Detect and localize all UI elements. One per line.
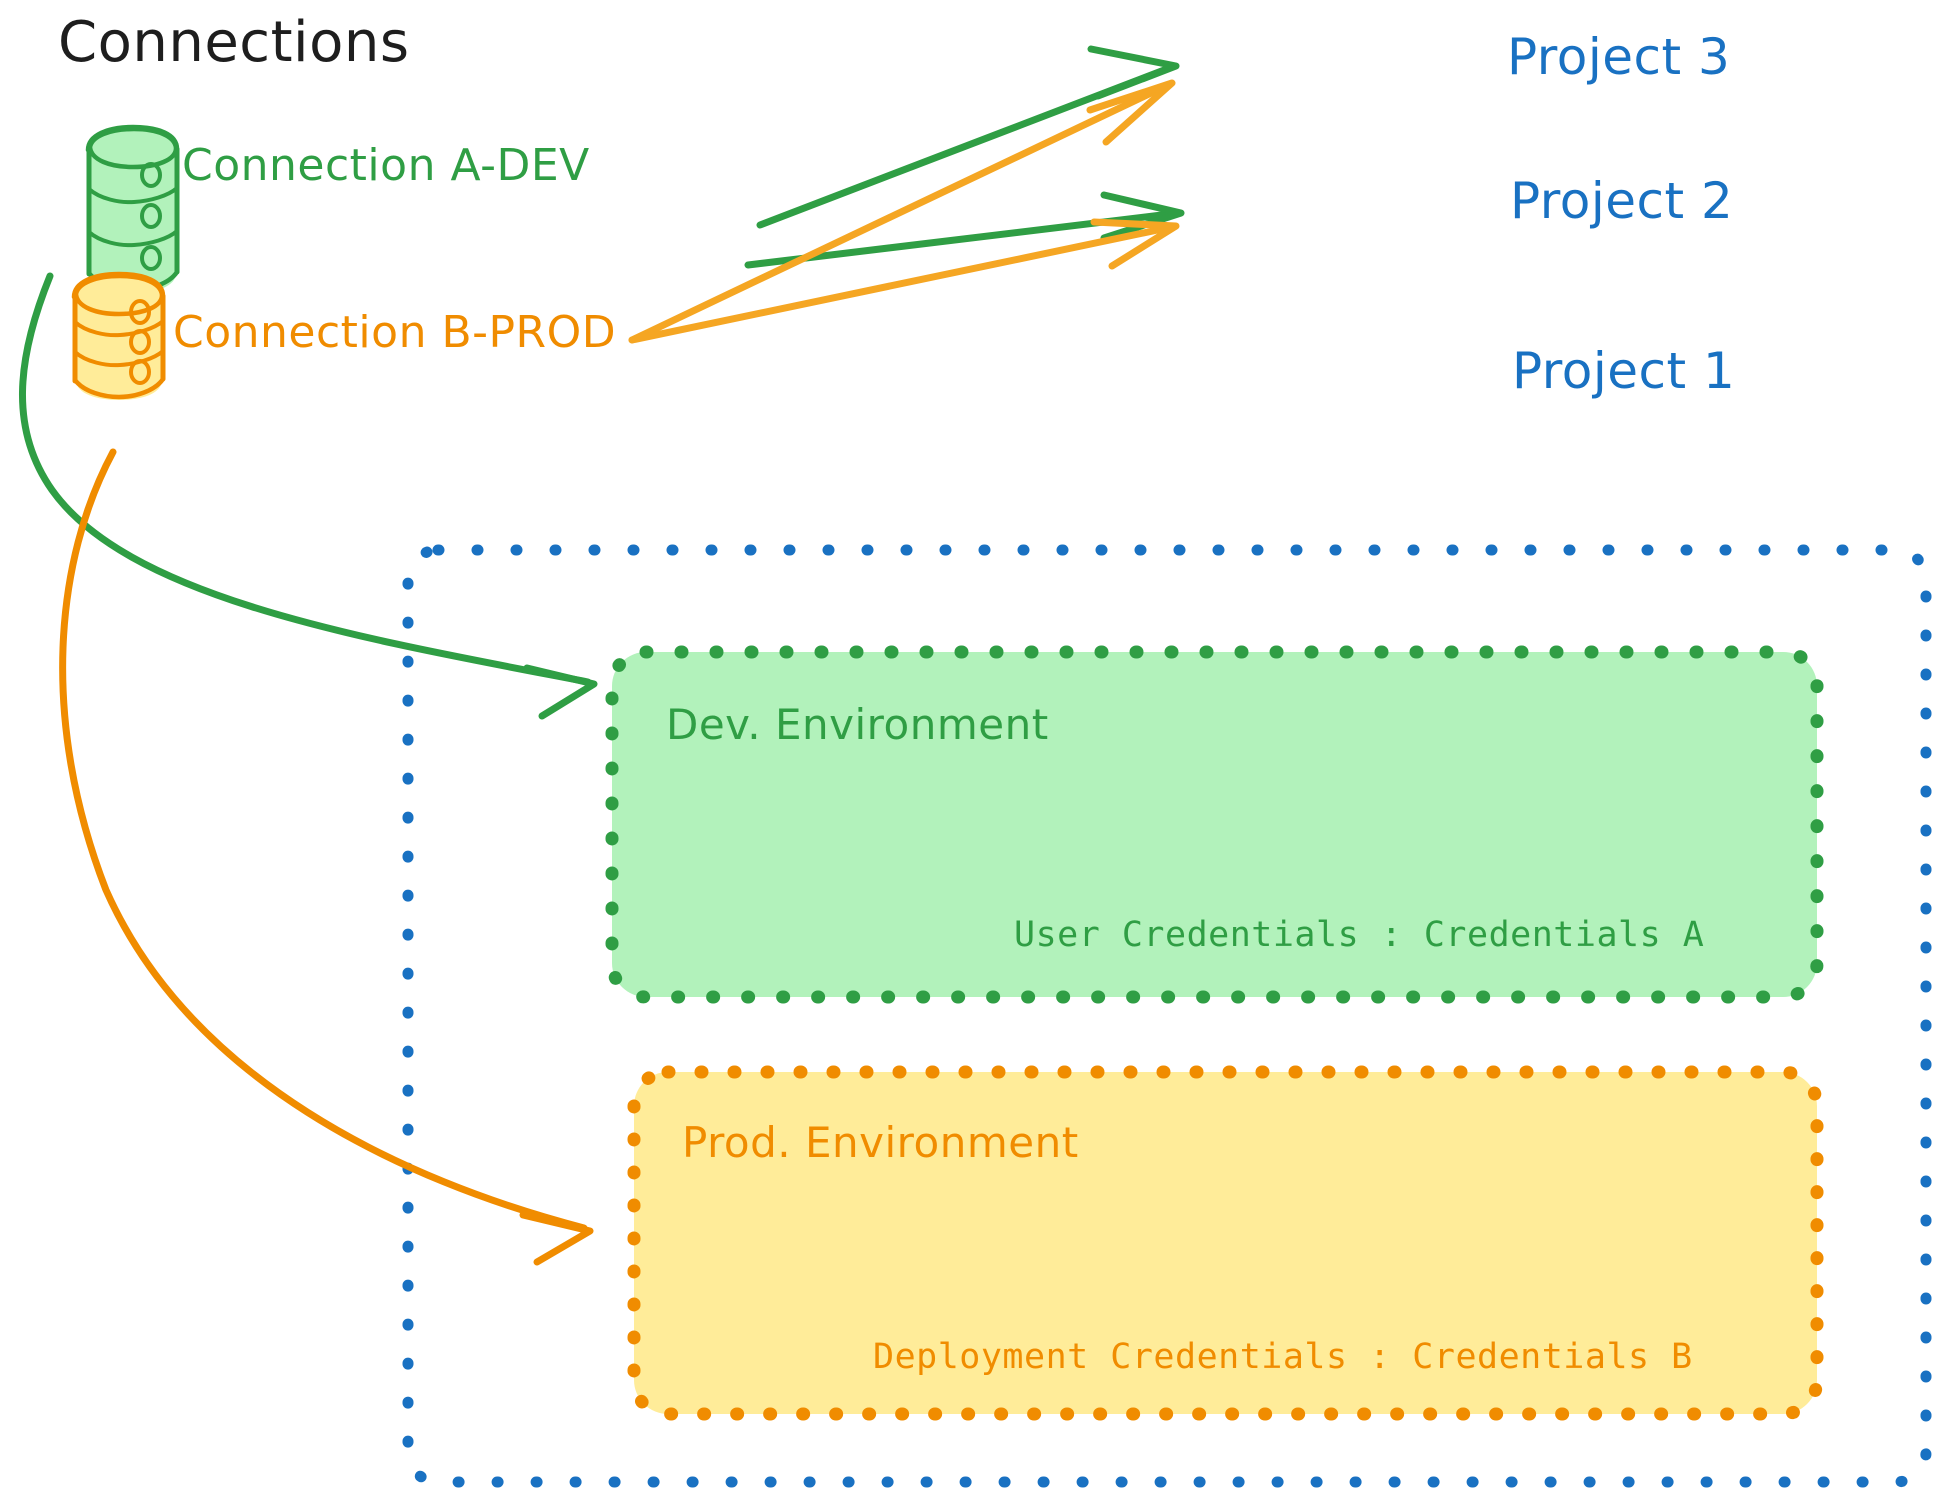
prod-environment-credentials: Deployment Credentials : Credentials B xyxy=(873,1337,1693,1377)
page-title: Connections xyxy=(58,10,410,75)
project-label-2[interactable]: Project 2 xyxy=(1510,172,1734,230)
dev-environment-title: Dev. Environment xyxy=(666,700,1049,749)
arrow-b-prod-to-project-3 xyxy=(628,79,1176,344)
connection-label-a-dev[interactable]: Connection A-DEV xyxy=(182,140,590,191)
prod-environment-title: Prod. Environment xyxy=(682,1118,1079,1167)
arrow-a-dev-to-project-3 xyxy=(756,45,1180,229)
dev-environment-credentials: User Credentials : Credentials A xyxy=(1014,915,1705,955)
arrow-b-prod-to-prod-environment xyxy=(59,448,594,1266)
database-icon-a-dev xyxy=(85,124,180,293)
arrow-b-prod-to-project-2 xyxy=(628,218,1180,344)
project-label-1[interactable]: Project 1 xyxy=(1512,342,1736,400)
connection-label-b-prod[interactable]: Connection B-PROD xyxy=(173,307,617,358)
project-label-3[interactable]: Project 3 xyxy=(1507,28,1731,86)
arrow-a-dev-to-project-2 xyxy=(744,191,1185,269)
database-icon-b-prod xyxy=(71,271,166,400)
